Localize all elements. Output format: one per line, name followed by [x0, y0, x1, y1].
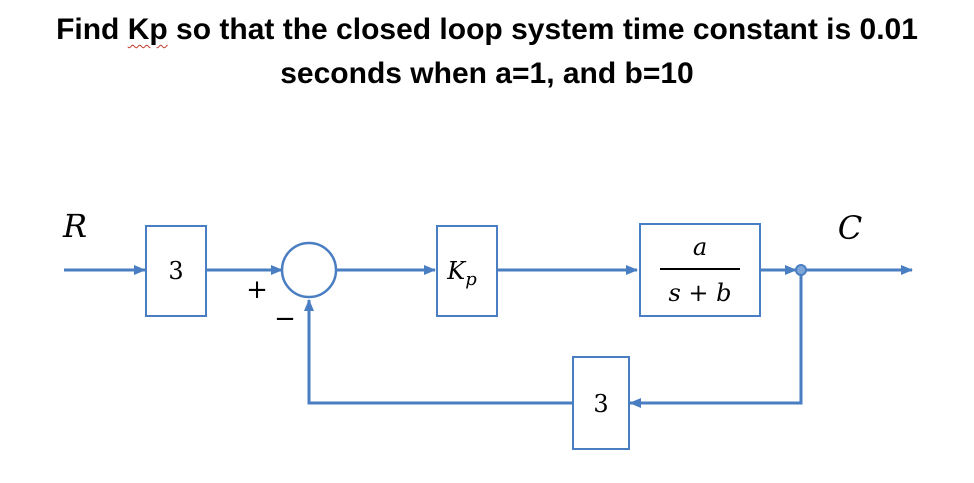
- summing-junction: [280, 241, 338, 299]
- signal-lines: [64, 265, 913, 408]
- input-label: R: [62, 207, 87, 245]
- controller-gain-text: Kp: [446, 257, 477, 290]
- plus-sign: +: [246, 275, 268, 305]
- plant-denominator: s + b: [668, 279, 731, 307]
- feedback-path-to-gain: [629, 270, 803, 408]
- minus-sign: −: [274, 304, 296, 334]
- controller-symbol: K: [446, 257, 467, 285]
- prefilter-gain-text: 3: [168, 257, 183, 285]
- question-line-1-start: Find: [56, 13, 128, 46]
- prefilter-block: 3: [145, 225, 207, 317]
- feedback-gain-text: 3: [593, 390, 608, 418]
- question-text: Find Kp so that the closed loop system t…: [0, 8, 974, 96]
- question-line-1-end: so that the closed loop system time cons…: [167, 13, 918, 46]
- output-label: C: [838, 209, 862, 247]
- plant-block: a s + b: [639, 223, 761, 317]
- controller-block: Kp: [436, 225, 498, 317]
- pickoff-point: [795, 264, 807, 276]
- plant-numerator: a: [693, 233, 707, 261]
- question-line-1: Find Kp so that the closed loop system t…: [0, 8, 974, 52]
- kp-word: Kp: [127, 13, 168, 46]
- feedback-block: 3: [572, 356, 630, 450]
- question-line-2: seconds when a=1, and b=10: [280, 57, 694, 90]
- feedback-path-to-summing: [304, 299, 572, 405]
- controller-subscript: p: [465, 269, 477, 290]
